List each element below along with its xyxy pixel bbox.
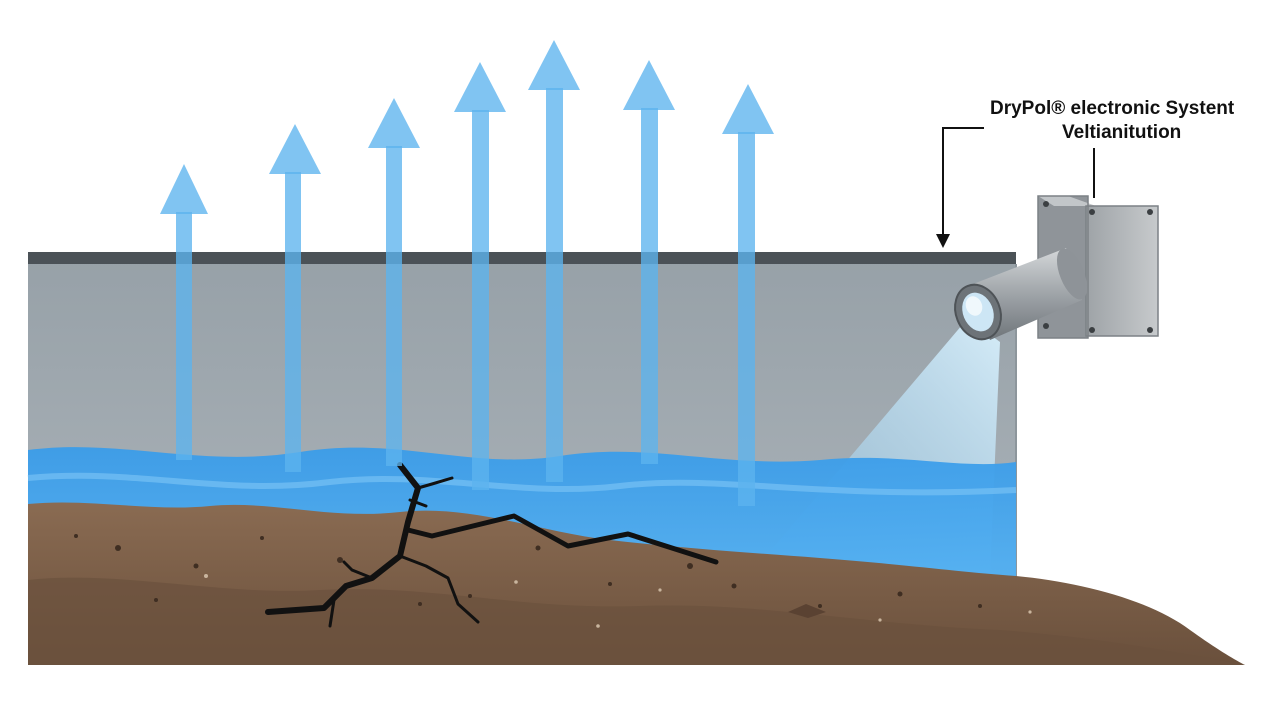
moisture-arrow bbox=[722, 84, 774, 506]
soil-rock bbox=[788, 604, 826, 618]
moisture-arrow bbox=[269, 124, 321, 472]
groundwater-highlight bbox=[27, 472, 1017, 496]
moisture-arrows bbox=[160, 40, 774, 506]
moisture-arrow bbox=[454, 62, 506, 490]
ventilation-device-icon bbox=[954, 195, 1159, 341]
wall-top-edge bbox=[28, 252, 1016, 264]
moisture-arrow bbox=[623, 60, 675, 464]
moisture-arrow bbox=[368, 98, 420, 466]
moisture-arrow bbox=[160, 164, 208, 460]
callout-label-line-2: Veltianitution bbox=[1062, 122, 1182, 143]
soil-specks bbox=[74, 534, 982, 608]
callout-leaders bbox=[942, 127, 1095, 236]
soil-light-specks bbox=[204, 574, 1032, 628]
moisture-arrow bbox=[528, 40, 580, 482]
callout-label-line-1: DryPol® electronic Systent bbox=[990, 98, 1235, 119]
crack-icon bbox=[265, 462, 719, 628]
callout-arrowhead bbox=[936, 234, 950, 248]
